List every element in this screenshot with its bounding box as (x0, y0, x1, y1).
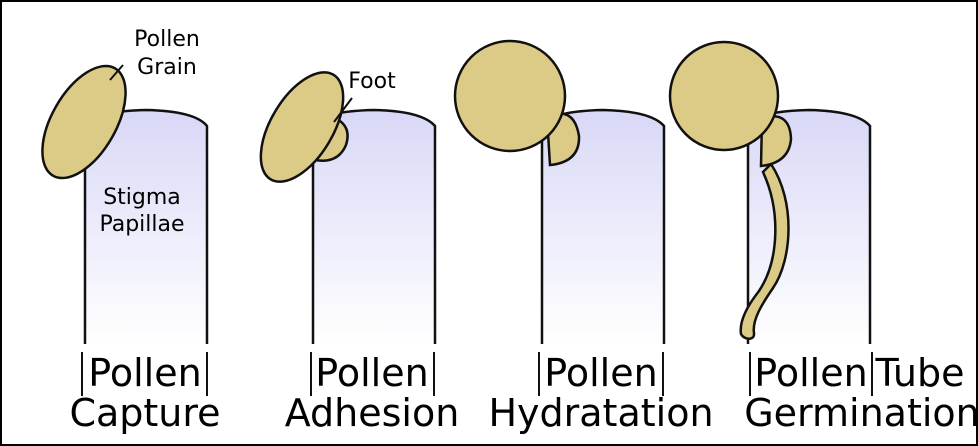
caption-line1: Pollen (315, 351, 428, 395)
caption-line1: Pollen (754, 351, 867, 395)
label-foot: Foot (348, 69, 396, 94)
caption-line2: Hydratation (488, 391, 713, 435)
pollen-grain (455, 41, 565, 151)
caption-line1: Pollen (88, 351, 201, 395)
pollen-grain (670, 42, 778, 150)
caption-line1b: Tube (874, 351, 964, 395)
panel-germination: Pollen Tube Germination (670, 42, 976, 435)
label-pollen-line1: Pollen (134, 27, 200, 52)
panel-capture: Pollen Grain Stigma Papillae Pollen Capt… (25, 27, 220, 435)
caption-line1: Pollen (544, 351, 657, 395)
label-grain-line2: Grain (137, 55, 197, 80)
caption-line2: Capture (69, 391, 220, 435)
caption-line2: Germination (744, 391, 976, 435)
label-stigma-line1: Stigma (103, 185, 181, 210)
caption-line2: Adhesion (285, 391, 460, 435)
panel-adhesion: Foot Pollen Adhesion (244, 59, 459, 435)
label-papillae-line2: Papillae (99, 212, 184, 237)
